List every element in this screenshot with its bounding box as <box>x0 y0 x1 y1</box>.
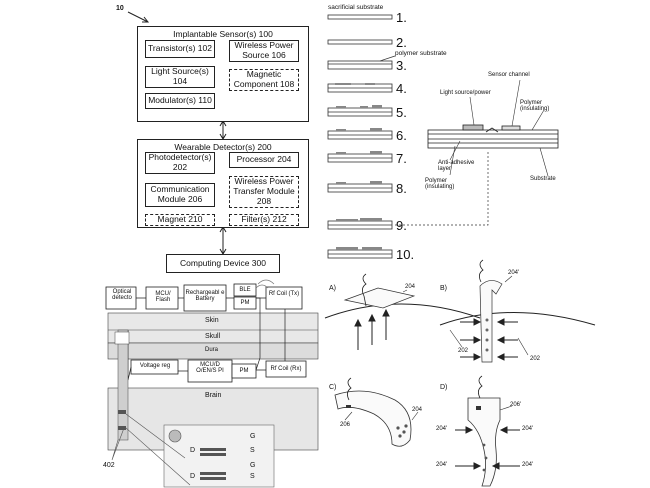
computing-device-box: Computing Device 300 <box>166 254 280 273</box>
pm-bottom-label: PM <box>234 368 254 374</box>
step-1: 1. <box>396 10 407 25</box>
panel-b-202: 202 <box>530 356 540 362</box>
step-5: 5. <box>396 105 407 120</box>
communication-module-box: Communication Module 206 <box>145 183 215 207</box>
substrate-label: Substrate <box>530 176 556 182</box>
ref-402-label: 402 <box>103 462 115 470</box>
filter-box: Filter(s) 212 <box>229 214 299 226</box>
skull-label: Skull <box>205 333 220 341</box>
step-8: 8. <box>396 181 407 196</box>
brain-label: Brain <box>205 392 221 400</box>
ble-label: BLE <box>236 287 254 293</box>
source-label-2: S <box>250 473 255 481</box>
gate-label-2: G <box>250 462 255 470</box>
step-7: 7. <box>396 151 407 166</box>
modulator-box: Modulator(s) 110 <box>145 93 215 109</box>
gate-label-1: G <box>250 433 255 441</box>
optical-detector-label: Optical detecto <box>107 289 137 302</box>
panel-d-204-right-2: 204' <box>522 462 533 468</box>
panel-d-204-right-1: 204' <box>522 426 533 432</box>
panel-c-206: 206 <box>340 422 350 428</box>
panel-c-letter: C) <box>329 384 336 392</box>
panel-b-204: 204' <box>508 270 519 276</box>
magnetic-component-box: Magnetic Component 108 <box>229 69 299 91</box>
battery-label: Rechargeabl e Battery <box>185 290 225 303</box>
voltage-reg-label: Voltage reg <box>133 363 177 369</box>
sensor-channel-label: Sensor channel <box>488 72 530 78</box>
panel-d-204-left-2: 204' <box>436 462 447 468</box>
figure-ref: 10 <box>116 5 124 13</box>
drain-label-2: D <box>190 473 195 481</box>
step-4: 4. <box>396 81 407 96</box>
magnet-box: Magnet 210 <box>145 214 215 226</box>
skin-label: Skin <box>205 317 219 325</box>
step-10: 10. <box>396 247 414 262</box>
panel-d-letter: D) <box>440 384 447 392</box>
drain-label-1: D <box>190 447 195 455</box>
pm-top-label: PM <box>236 300 254 306</box>
rf-coil-rx-label: Rf Coil (Rx) <box>268 366 304 372</box>
processor-box: Processor 204 <box>229 152 299 168</box>
polymer-substrate-label: polymer substrate <box>395 51 447 58</box>
dura-label: Dura <box>205 347 218 353</box>
mcu-flash-label: MCU/ Flash <box>148 291 178 304</box>
source-label-1: S <box>250 447 255 455</box>
transistor-box: Transistor(s) 102 <box>145 40 215 58</box>
panel-a-204: 204 <box>405 284 415 290</box>
mcu-d-label: MCU/D O/EN/S PI <box>190 362 230 375</box>
anti-adhesive-label: Anti-adhesive layer <box>438 160 482 173</box>
panel-d-206: 206' <box>510 402 521 408</box>
photodetector-box: Photodetector(s) 202 <box>145 152 215 174</box>
step-2: 2. <box>396 35 407 50</box>
panel-d-204-left-1: 204' <box>436 426 447 432</box>
step-3: 3. <box>396 58 407 73</box>
polymer-bottom-label: Polymer (insulating) <box>425 178 465 191</box>
panel-c-204: 204 <box>412 407 422 413</box>
panel-a-letter: A) <box>329 285 336 293</box>
step-6: 6. <box>396 128 407 143</box>
rf-coil-tx-label: Rf Coil (Tx) <box>268 291 300 297</box>
polymer-top-label: Polymer (insulating) <box>520 100 560 113</box>
light-source-power-label: Light source/power <box>440 90 491 96</box>
light-source-box: Light Source(s) 104 <box>145 66 215 88</box>
sensor-title: Implantable Sensor(s) 100 <box>138 30 308 40</box>
wireless-power-source-box: Wireless Power Source 106 <box>229 40 299 62</box>
wireless-power-transfer-box: Wireless Power Transfer Module 208 <box>229 176 299 208</box>
panel-b-letter: B) <box>440 285 447 293</box>
sacrificial-substrate-label: sacrificial substrate <box>328 5 383 12</box>
panel-a-202: 202 <box>458 348 468 354</box>
step-9: 9. <box>396 218 407 233</box>
